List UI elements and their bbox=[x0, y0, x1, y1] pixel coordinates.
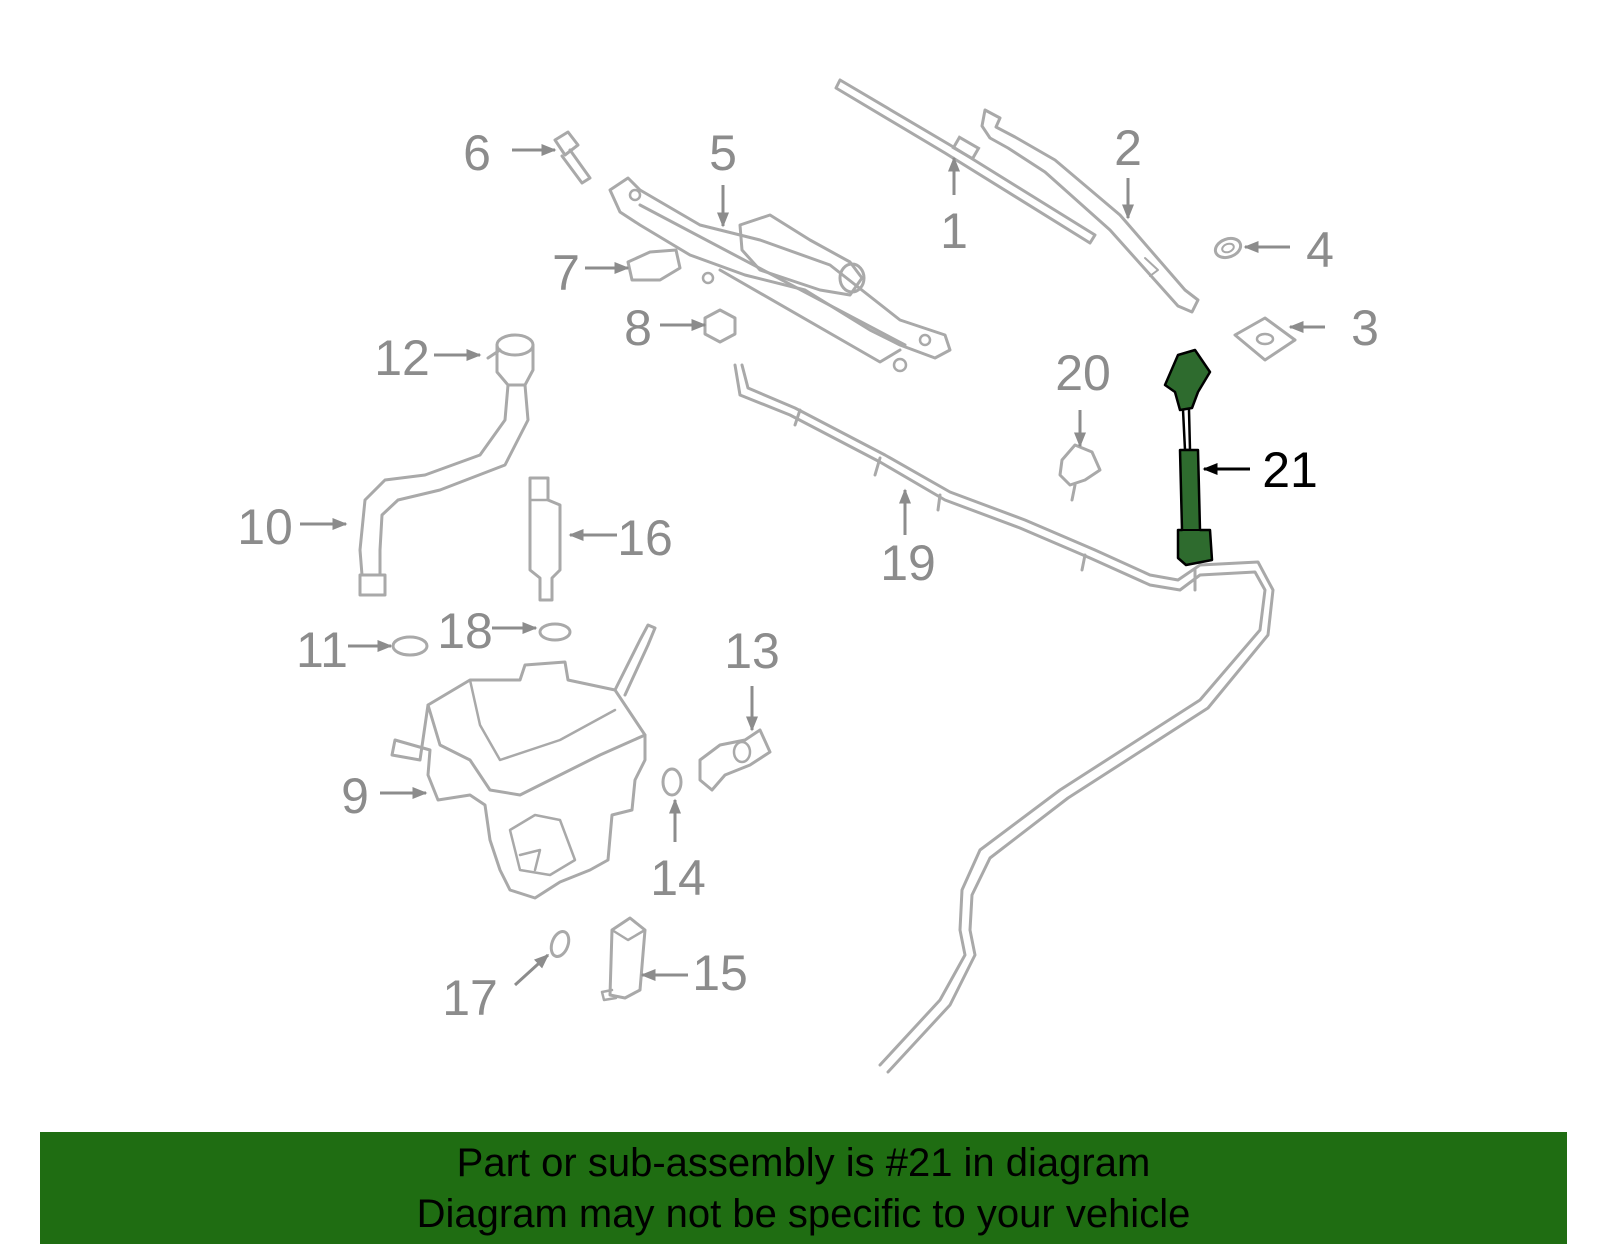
o-ring-11-part bbox=[391, 635, 429, 657]
callout-9: 9 bbox=[341, 768, 369, 824]
filler-neck-part bbox=[358, 383, 530, 597]
level-sensor-part bbox=[698, 728, 772, 792]
pad-part bbox=[1233, 316, 1297, 362]
callout-21-highlighted: 21 bbox=[1262, 442, 1318, 498]
washer-hose-part bbox=[733, 363, 1275, 1074]
nozzle-21-highlighted-part bbox=[1163, 348, 1214, 567]
callout-labels: 1 2 3 4 5 6 7 8 9 10 11 12 13 14 15 16 1… bbox=[237, 120, 1379, 1026]
nozzle-20-part bbox=[1058, 443, 1102, 502]
callout-20: 20 bbox=[1055, 345, 1111, 401]
banner-line-2: Diagram may not be specific to your vehi… bbox=[416, 1192, 1191, 1236]
grommet-14-part bbox=[661, 767, 683, 797]
bolt-part bbox=[553, 130, 592, 185]
wiper-arm-part bbox=[980, 108, 1200, 314]
o-ring-18-part bbox=[538, 622, 572, 642]
nut-part bbox=[703, 308, 737, 344]
callout-14: 14 bbox=[650, 850, 706, 906]
callout-2: 2 bbox=[1114, 120, 1142, 176]
callout-4: 4 bbox=[1306, 222, 1334, 278]
wiper-blade-part bbox=[834, 78, 1097, 245]
callout-1: 1 bbox=[940, 203, 968, 259]
callout-13: 13 bbox=[724, 623, 780, 679]
info-banner: Part or sub-assembly is #21 in diagram D… bbox=[40, 1132, 1567, 1244]
callout-10: 10 bbox=[237, 499, 293, 555]
filler-cap-part bbox=[486, 333, 535, 387]
callout-19: 19 bbox=[880, 535, 936, 591]
callout-3: 3 bbox=[1351, 300, 1379, 356]
callout-8: 8 bbox=[624, 300, 652, 356]
callout-12: 12 bbox=[374, 330, 430, 386]
callout-7: 7 bbox=[552, 245, 580, 301]
cap-part bbox=[1213, 236, 1243, 260]
grommet-17-part bbox=[549, 929, 571, 959]
callout-16: 16 bbox=[617, 510, 673, 566]
pump-16-part bbox=[528, 476, 562, 602]
bracket-part bbox=[626, 248, 682, 282]
callout-17: 17 bbox=[442, 970, 498, 1026]
reservoir-part bbox=[390, 623, 657, 900]
callout-5: 5 bbox=[709, 125, 737, 181]
leader-arrows bbox=[300, 144, 1325, 987]
callout-6: 6 bbox=[463, 125, 491, 181]
callout-18: 18 bbox=[437, 603, 493, 659]
callout-11: 11 bbox=[296, 622, 348, 678]
washer-pump-part bbox=[600, 916, 647, 1002]
motor-linkage-part bbox=[608, 176, 952, 373]
banner-line-1: Part or sub-assembly is #21 in diagram bbox=[456, 1141, 1151, 1185]
callout-15: 15 bbox=[692, 945, 748, 1001]
